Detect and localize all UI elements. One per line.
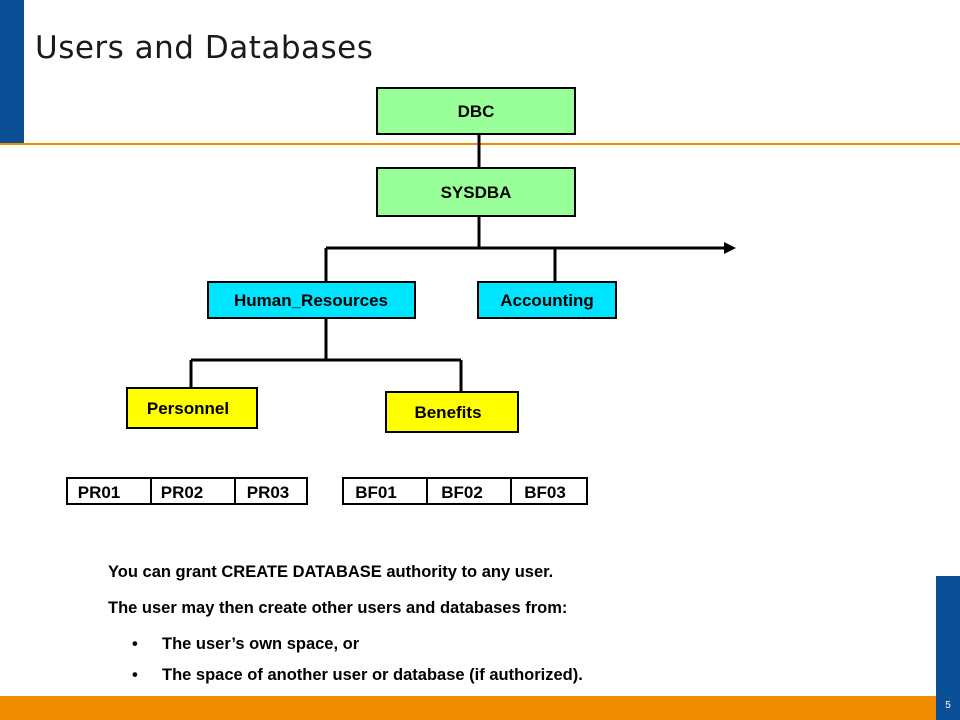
node-accounting: Accounting	[477, 281, 617, 319]
note-line-grant: You can grant CREATE DATABASE authority …	[108, 563, 554, 581]
bullet-item: • The user’s own space, or	[108, 634, 908, 665]
bullet-icon: •	[132, 666, 138, 684]
leaf-bf03: BF03	[510, 477, 588, 505]
leaf-pr02: PR02	[150, 477, 236, 505]
node-sysdba-box	[376, 167, 576, 217]
node-personnel: Personnel	[126, 387, 258, 429]
node-benefits-label: Benefits	[414, 403, 481, 422]
bullet-item: • The space of another user or database …	[108, 665, 908, 696]
notes-text: You can grant CREATE DATABASE authority …	[108, 562, 908, 696]
leaf-bf01-label: BF01	[355, 483, 397, 502]
note-line-create: The user may then create other users and…	[108, 599, 568, 617]
leaf-bf03-label: BF03	[524, 483, 566, 502]
leaf-bf02: BF02	[426, 477, 512, 505]
leaf-pr03-box	[234, 477, 308, 505]
node-human-resources: Human_Resources	[207, 281, 416, 319]
bullet-icon: •	[132, 635, 138, 653]
node-sysdba: SYSDBA	[376, 167, 576, 217]
leaf-pr01: PR01	[66, 477, 152, 505]
leaf-pr02-label: PR02	[161, 483, 204, 502]
left-accent-bar	[0, 0, 24, 144]
node-dbc: DBC	[376, 87, 576, 135]
right-accent-bar	[936, 576, 960, 720]
leaf-pr03-label: PR03	[247, 483, 290, 502]
node-personnel-box	[126, 387, 258, 429]
node-dbc-box	[376, 87, 576, 135]
connector-lines	[189, 134, 736, 392]
page-title: Users and Databases	[35, 30, 374, 66]
arrow-head-icon	[724, 242, 736, 254]
node-dbc-label: DBC	[458, 102, 495, 121]
node-personnel-label: Personnel	[147, 399, 229, 418]
leaf-pr03: PR03	[234, 477, 308, 505]
bullet-text: The space of another user or database (i…	[162, 666, 583, 684]
leaf-bf01-box	[342, 477, 428, 505]
node-sysdba-label: SYSDBA	[441, 183, 512, 202]
node-accounting-box	[477, 281, 617, 319]
leaf-bf01: BF01	[342, 477, 428, 505]
leaf-row: PR01 PR02 PR03 BF01 BF02 BF03	[66, 477, 588, 505]
bottom-accent-bar	[0, 696, 960, 720]
node-human-resources-box	[207, 281, 416, 319]
leaf-bf02-label: BF02	[441, 483, 483, 502]
leaf-bf03-box	[510, 477, 588, 505]
leaf-pr02-box	[150, 477, 236, 505]
hierarchy-diagram: DBC SYSDBA Human_Resources Accounting Pe…	[66, 87, 736, 505]
bullet-text: The user’s own space, or	[162, 635, 360, 653]
node-accounting-label: Accounting	[500, 291, 594, 310]
page-number: 5	[945, 700, 951, 711]
node-benefits-box	[385, 391, 519, 433]
node-benefits: Benefits	[385, 391, 519, 433]
node-human-resources-label: Human_Resources	[234, 291, 388, 310]
leaf-pr01-label: PR01	[78, 483, 121, 502]
note-bullet-list: • The user’s own space, or • The space o…	[108, 634, 908, 696]
